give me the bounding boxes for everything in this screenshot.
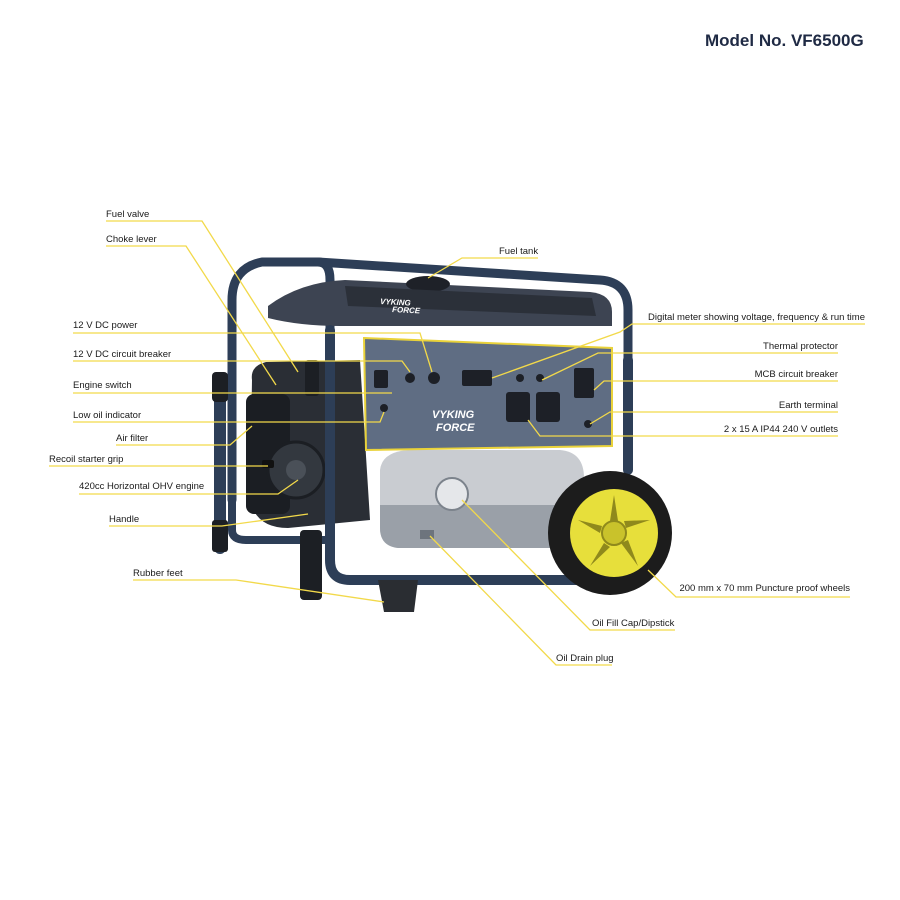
tank-logo-line2: FORCE: [392, 305, 421, 315]
frame-front: [325, 325, 585, 585]
fuel-cap: [406, 276, 450, 292]
label-air-filter: Air filter: [116, 433, 148, 444]
front-leg-grip: [300, 530, 322, 600]
outlet-right: [536, 392, 560, 422]
label-dc-breaker: 12 V DC circuit breaker: [73, 349, 171, 360]
label-oil-drain: Oil Drain plug: [556, 653, 614, 664]
leader-handle: [109, 513, 309, 527]
rubber-foot: [378, 580, 418, 612]
wheel-hub: [601, 520, 627, 546]
leader-dc-power: [73, 332, 433, 373]
label-engine-switch: Engine switch: [73, 380, 132, 391]
label-fuel-tank: Fuel tank: [499, 246, 538, 257]
generator-illustration: VYKING FORCE VYKING FORCE: [212, 257, 672, 612]
label-rubber-feet: Rubber feet: [133, 568, 183, 579]
thermal-protector-2: [516, 374, 524, 382]
label-wheels: 200 mm x 70 mm Puncture proof wheels: [679, 583, 850, 594]
leader-mcb: [593, 380, 838, 391]
callout-labels: Fuel valve Choke lever 12 V DC power 12 …: [49, 209, 865, 664]
label-engine: 420cc Horizontal OHV engine: [79, 481, 204, 492]
leader-oil-drain: [429, 535, 612, 666]
label-low-oil: Low oil indicator: [73, 410, 141, 421]
frame-base: [228, 496, 334, 544]
label-earth: Earth terminal: [779, 400, 838, 411]
label-oil-fill: Oil Fill Cap/Dipstick: [592, 618, 675, 629]
oil-fill-cap: [435, 477, 469, 511]
leader-fuel-tank: [427, 257, 538, 279]
label-mcb: MCB circuit breaker: [755, 369, 838, 380]
leader-dc-breaker: [73, 360, 411, 373]
mcb-breaker: [574, 368, 594, 398]
label-recoil: Recoil starter grip: [49, 454, 123, 465]
panel-logo-line2: FORCE: [436, 422, 475, 434]
handle-foot: [212, 520, 228, 552]
leader-choke-lever: [106, 245, 277, 386]
earth-terminal: [584, 420, 592, 428]
handle-grip: [212, 372, 228, 402]
label-choke-lever: Choke lever: [106, 234, 157, 245]
callout-lines: [49, 220, 865, 666]
oil-drain-plug: [420, 530, 434, 539]
recoil-starter-hub: [286, 460, 306, 480]
thermal-protector: [536, 374, 544, 382]
leader-wheels: [647, 569, 850, 598]
tank-top-strip: [345, 286, 596, 316]
leader-digital-meter: [491, 323, 865, 379]
frame-top-rail: [313, 257, 633, 365]
tank-logo: VYKING: [380, 297, 411, 308]
leader-oil-fill: [461, 499, 675, 631]
recoil-grip: [262, 460, 274, 468]
leader-air-filter: [116, 425, 253, 446]
label-fuel-valve: Fuel valve: [106, 209, 149, 220]
label-digital-meter: Digital meter showing voltage, frequency…: [648, 312, 865, 323]
leader-rubber-feet: [133, 579, 385, 603]
leader-outlets: [527, 419, 838, 437]
dc-power-socket: [428, 372, 440, 384]
leader-thermal: [541, 352, 838, 381]
wheel-spokes: [578, 495, 650, 566]
leader-engine: [79, 479, 299, 495]
frame-rear: [227, 257, 335, 505]
label-thermal: Thermal protector: [763, 341, 838, 352]
leader-earth: [589, 411, 838, 425]
leader-low-oil: [73, 411, 385, 423]
dc-breaker: [405, 373, 415, 383]
model-number-title: Model No. VF6500G: [705, 31, 864, 50]
digital-meter: [462, 370, 492, 386]
panel-logo: VYKING: [432, 409, 475, 421]
outlet-left: [506, 392, 530, 422]
low-oil-indicator: [380, 404, 388, 412]
front-leg-grip-2: [305, 360, 319, 396]
engine-switch: [374, 370, 388, 388]
leader-fuel-valve: [106, 220, 299, 373]
label-outlets: 2 x 15 A IP44 240 V outlets: [724, 424, 838, 435]
label-dc-power: 12 V DC power: [73, 320, 137, 331]
label-handle: Handle: [109, 514, 139, 525]
